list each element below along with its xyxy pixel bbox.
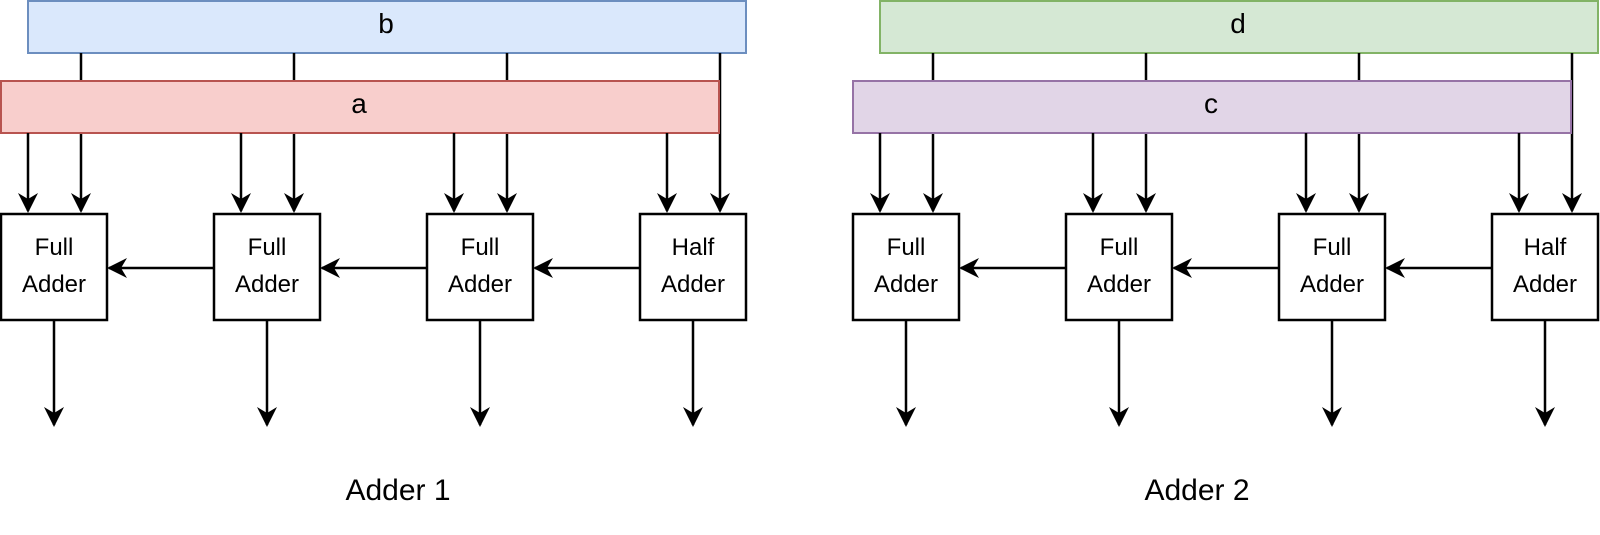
bus-a bbox=[0, 80, 720, 134]
adder-2: d c Full Adder Full Adder Full Adder bbox=[851, 0, 1600, 507]
adder-block-2: Full Adder bbox=[212, 212, 322, 322]
adder-block-line1: Full bbox=[35, 234, 74, 261]
adder-block-line2: Adder bbox=[1087, 271, 1151, 298]
adder-block-line1: Full bbox=[461, 234, 500, 261]
adder-block-line2: Adder bbox=[1300, 271, 1364, 298]
adder-block-4: Half Adder bbox=[1490, 212, 1600, 322]
bus-a-label: a bbox=[351, 88, 367, 119]
bus-b-label: b bbox=[378, 8, 394, 39]
bus-b bbox=[27, 0, 747, 54]
adder-block-line1: Full bbox=[248, 234, 287, 261]
adder-block-line2: Adder bbox=[235, 271, 299, 298]
adder-block-line2: Adder bbox=[661, 271, 725, 298]
adder-caption: Adder 1 bbox=[345, 474, 450, 507]
adder-block-line2: Adder bbox=[874, 271, 938, 298]
bus-c-label: c bbox=[1204, 88, 1218, 119]
adder-block-line1: Half bbox=[672, 234, 715, 261]
bus-d-label: d bbox=[1230, 8, 1246, 39]
adder-block-3: Full Adder bbox=[425, 212, 535, 322]
adder-block-2: Full Adder bbox=[1064, 212, 1174, 322]
adder-block-1: Full Adder bbox=[0, 212, 109, 322]
adder-block-line2: Adder bbox=[448, 271, 512, 298]
adder-block-line2: Adder bbox=[22, 271, 86, 298]
adder-block-line1: Full bbox=[1100, 234, 1139, 261]
bus-d bbox=[879, 0, 1599, 54]
adder-block-line1: Half bbox=[1524, 234, 1567, 261]
bus-c bbox=[852, 80, 1572, 134]
adder-block-4: Half Adder bbox=[638, 212, 748, 322]
adder-block-3: Full Adder bbox=[1277, 212, 1387, 322]
adder-block-line1: Full bbox=[1313, 234, 1352, 261]
adder-1: b a Full Adder Full Adder Full Adder bbox=[0, 0, 748, 507]
adder-caption: Adder 2 bbox=[1144, 474, 1249, 507]
adder-block-line1: Full bbox=[887, 234, 926, 261]
adder-block-1: Full Adder bbox=[851, 212, 961, 322]
adder-block-line2: Adder bbox=[1513, 271, 1577, 298]
